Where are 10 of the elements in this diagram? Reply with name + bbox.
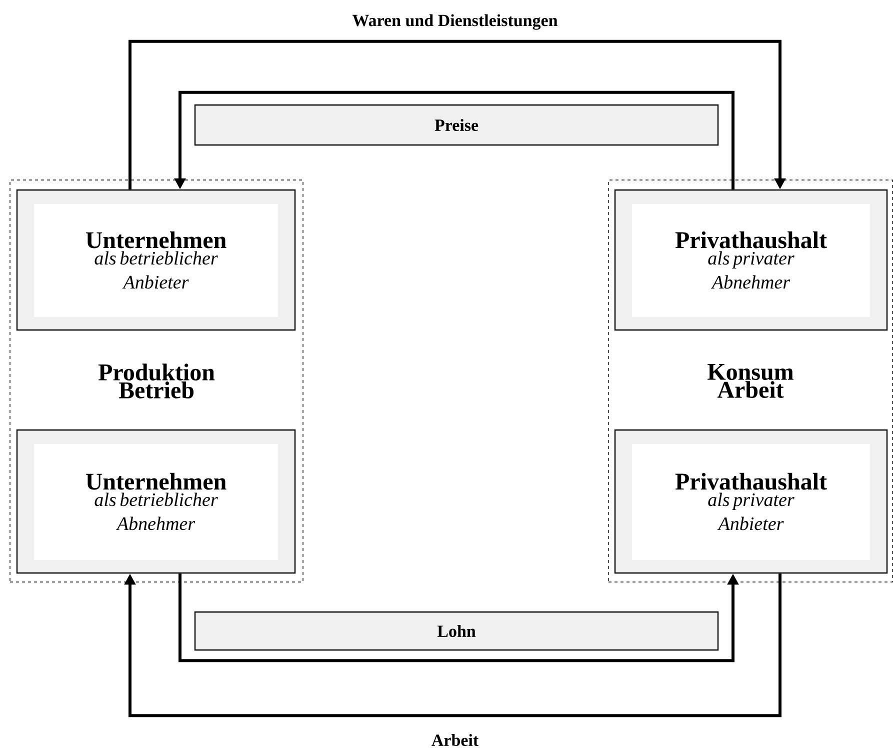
- arrow: [128, 40, 786, 190]
- role-box: Unternehmen als betrieblicher Anbieter: [16, 189, 296, 331]
- edge-label: Waren und Dienstleistungen: [350, 12, 560, 32]
- arrow: [124, 574, 782, 718]
- flow-bar: Lohn: [194, 611, 719, 651]
- edge-label: Arbeit: [429, 732, 481, 748]
- role-box: Unternehmen als betrieblicher Abnehmer: [16, 429, 296, 574]
- role-box: Privathaushalt als privater Abnehmer: [614, 189, 888, 331]
- role-box: Privathaushalt als privater Anbieter: [614, 429, 888, 574]
- flow-bar: Preise: [194, 104, 719, 146]
